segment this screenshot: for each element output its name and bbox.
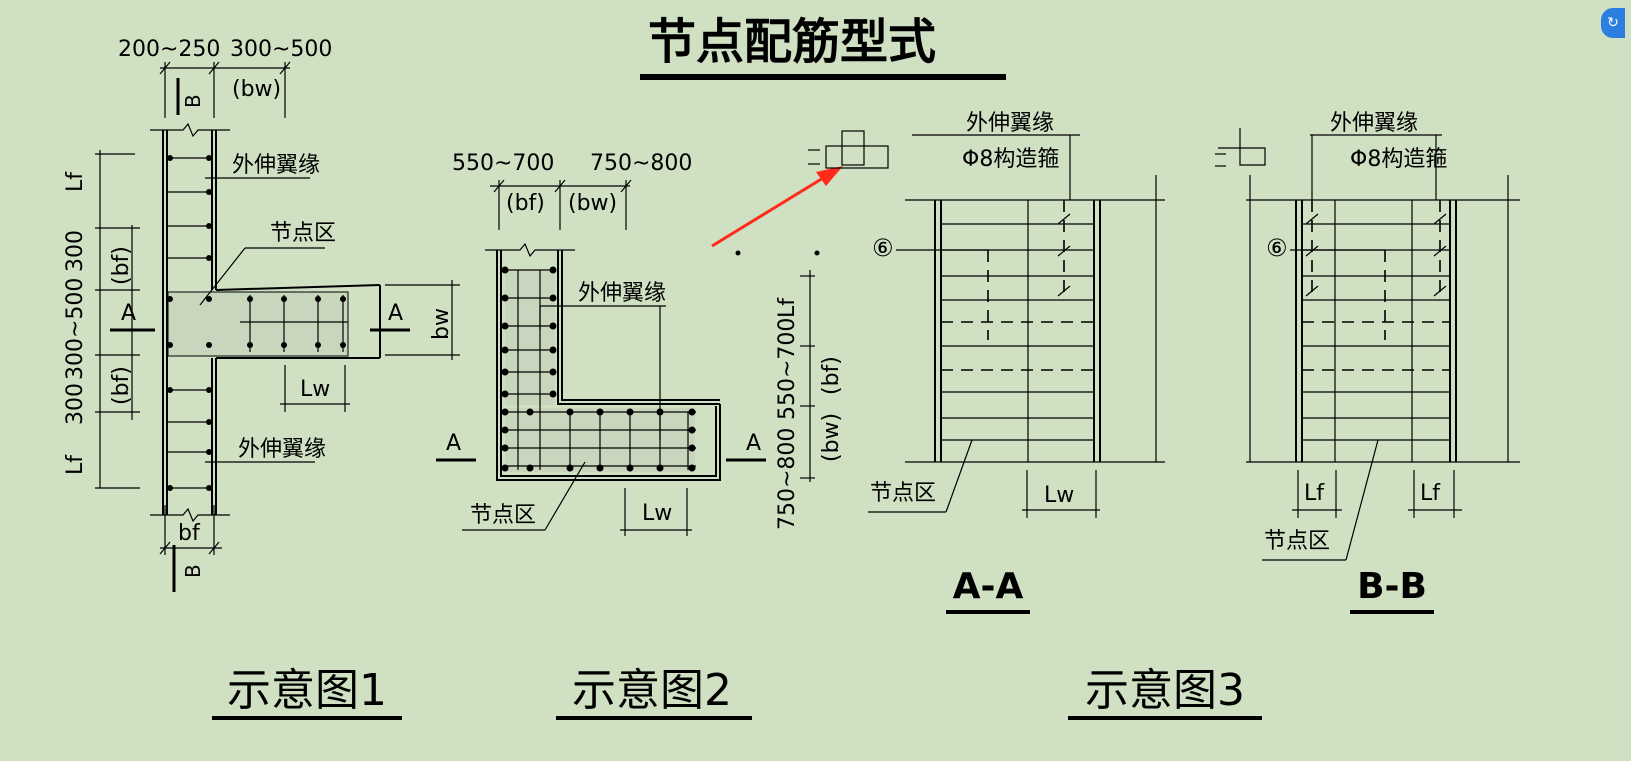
figure-2: 550~700 750~800 (bf) (bw) 外伸翼缘 节点区 A A L…	[436, 151, 844, 720]
fig1-section-a-left: A	[121, 301, 136, 326]
fig1-lf-top: Lf	[63, 171, 88, 192]
bb-stirrup: Φ8构造箍	[1350, 147, 1447, 172]
bb-title: B-B	[1357, 566, 1427, 607]
bb-lf-left: Lf	[1304, 481, 1325, 506]
fig2-range-550: 550~700	[775, 318, 800, 420]
fig1-section-b-bottom: B	[181, 564, 205, 578]
fig2-range-750: 750~800	[775, 428, 800, 530]
fig1-section-a-right: A	[388, 301, 403, 326]
bb-node-zone: 节点区	[1264, 529, 1330, 554]
bb-marker: ⑥	[1266, 234, 1288, 262]
fig1-flange-top: 外伸翼缘	[232, 153, 320, 178]
section-a-a: 外伸翼缘 Φ8构造箍 ⑥ 节点区 Lw A-A	[808, 111, 1165, 614]
aa-marker: ⑥	[872, 234, 894, 262]
fig2-section-a-left: A	[446, 431, 461, 456]
fig1-range: 300~500	[63, 278, 88, 380]
fig2-dim-top-right: 750~800	[590, 151, 692, 176]
red-arrow-annotation	[711, 166, 843, 248]
fig1-lw: Lw	[300, 377, 330, 402]
fig1-section-b-top: B	[181, 94, 205, 108]
fig1-bf-top: (bf)	[109, 246, 134, 285]
bb-lf-right: Lf	[1420, 481, 1441, 506]
aa-node-zone: 节点区	[870, 481, 936, 506]
fig1-bf: bf	[178, 521, 201, 546]
fig1-bw: bw	[429, 308, 454, 340]
fig1-dim-top-right: 300~500	[230, 37, 332, 62]
fig1-300-bottom: 300	[63, 383, 88, 425]
fig1-dim-top-left: 200~250	[118, 37, 220, 62]
fig1-lf-bottom: Lf	[63, 454, 88, 475]
aa-flange: 外伸翼缘	[966, 111, 1054, 136]
fig2-section-a-right: A	[746, 431, 761, 456]
fig2-bw-paren-v: (bw)	[819, 413, 844, 462]
fig1-bw-paren: (bw)	[232, 77, 281, 102]
page-title: 节点配筋型式	[648, 14, 936, 70]
fig2-dim-top-left: 550~700	[452, 151, 554, 176]
fig2-flange: 外伸翼缘	[578, 281, 666, 306]
fig1-bf-bottom: (bf)	[109, 366, 134, 405]
fig2-bf-paren-v: (bf)	[819, 356, 844, 395]
aa-title: A-A	[953, 566, 1024, 607]
fig2-node-zone: 节点区	[470, 503, 536, 528]
fig2-bw-paren: (bw)	[568, 191, 617, 216]
figure-1: 200~250 300~500 (bw) B B bf Lf 300 (bf) …	[63, 37, 460, 720]
fig1-node-zone: 节点区	[270, 221, 336, 246]
fig2-lw: Lw	[642, 501, 672, 526]
fig1-caption: 示意图1	[227, 665, 387, 716]
aa-stirrup: Φ8构造箍	[962, 147, 1059, 172]
fig3-caption: 示意图3	[1085, 665, 1245, 716]
aa-lw: Lw	[1044, 483, 1074, 508]
section-b-b: 外伸翼缘 Φ8构造箍 ⑥ 节点区 Lf Lf B-B	[1215, 111, 1520, 614]
bb-flange: 外伸翼缘	[1330, 111, 1418, 136]
share-icon[interactable]: ↻	[1601, 8, 1625, 38]
fig1-300-top: 300	[63, 230, 88, 272]
fig1-flange-bottom: 外伸翼缘	[238, 437, 326, 462]
fig2-bf-paren: (bf)	[506, 191, 545, 216]
fig2-lf: Lf	[775, 297, 800, 318]
fig2-caption: 示意图2	[572, 665, 732, 716]
